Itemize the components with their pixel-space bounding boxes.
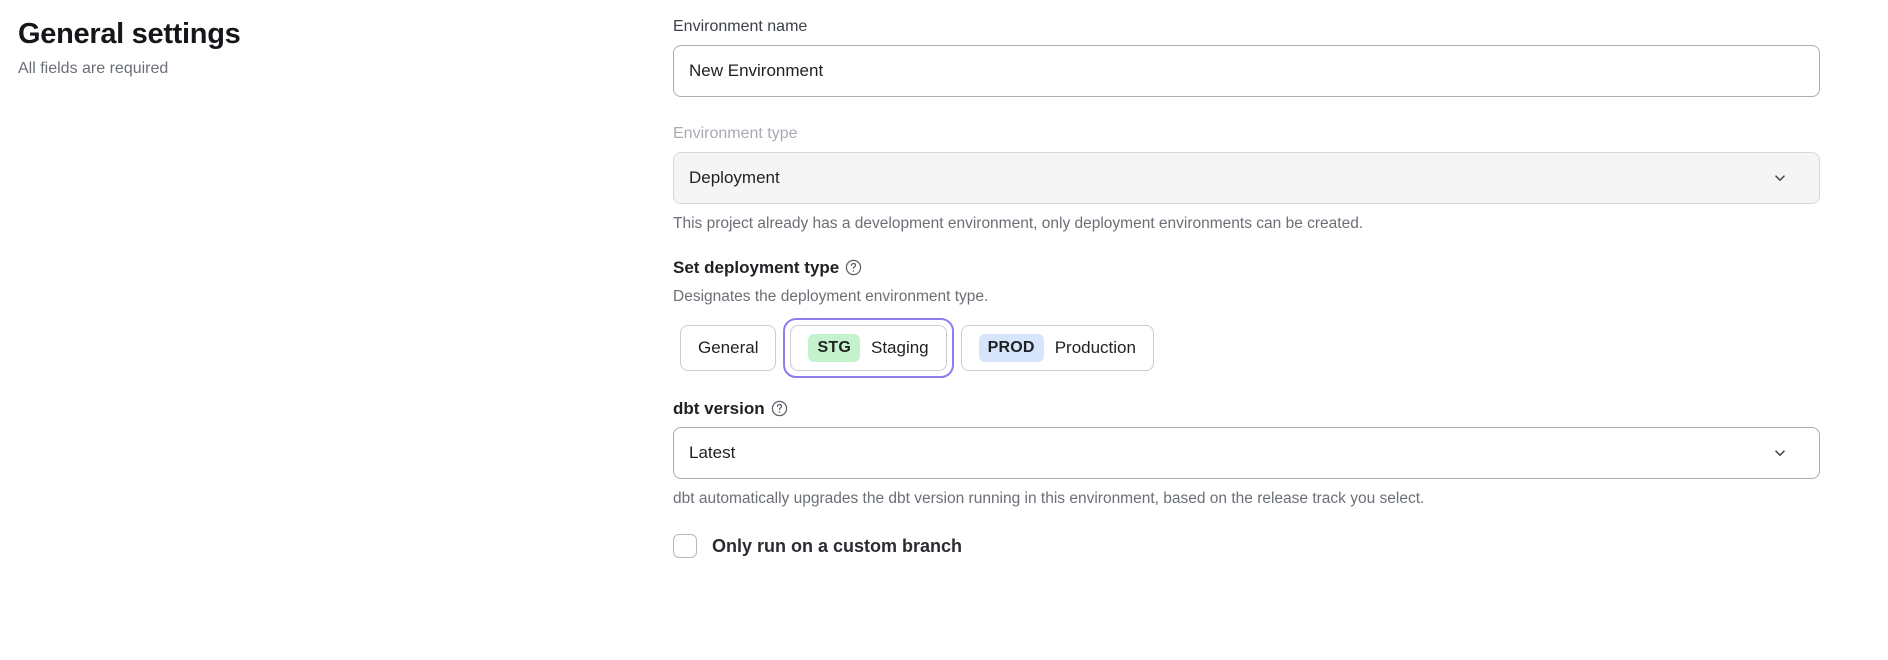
environment-type-value: Deployment	[689, 168, 780, 187]
custom-branch-label[interactable]: Only run on a custom branch	[712, 535, 963, 556]
deployment-type-label-row: Set deployment type	[673, 257, 1820, 279]
deployment-type-staging-wrapper: STG Staging	[783, 318, 954, 378]
environment-name-label: Environment name	[673, 18, 808, 35]
custom-branch-row[interactable]: Only run on a custom branch	[673, 534, 1820, 558]
environment-name-field: Environment name	[673, 16, 1820, 97]
production-badge: PROD	[978, 334, 1044, 362]
environment-type-field: Environment type Deployment This project…	[673, 123, 1820, 235]
page-title: General settings	[18, 18, 241, 50]
dbt-version-help-text: dbt automatically upgrades the dbt versi…	[673, 490, 1425, 507]
page-subtitle: All fields are required	[18, 60, 169, 77]
deployment-type-production-label: Production	[1054, 338, 1136, 357]
environment-name-input[interactable]	[673, 45, 1820, 97]
deployment-type-option-production[interactable]: PROD Production	[960, 325, 1154, 371]
environment-type-select[interactable]: Deployment	[673, 152, 1820, 204]
dbt-version-label: dbt version	[673, 399, 765, 418]
deployment-type-general-wrapper: General	[673, 318, 783, 378]
deployment-type-production-wrapper: PROD Production	[954, 318, 1161, 378]
custom-branch-checkbox[interactable]	[673, 534, 697, 558]
environment-type-label: Environment type	[673, 125, 798, 142]
dbt-version-field: dbt version Latest dbt automatically upg…	[673, 398, 1820, 510]
staging-badge: STG	[808, 334, 860, 362]
dbt-version-select[interactable]: Latest	[673, 427, 1820, 479]
deployment-type-option-staging[interactable]: STG Staging	[790, 325, 947, 371]
deployment-type-general-label: General	[698, 338, 759, 357]
dbt-version-label-row: dbt version	[673, 398, 1820, 420]
help-circle-icon[interactable]	[845, 259, 862, 276]
help-circle-icon[interactable]	[771, 400, 788, 417]
deployment-type-staging-label: Staging	[870, 338, 929, 357]
settings-form-column: Environment name Environment type Deploy…	[673, 0, 1854, 558]
dbt-version-value: Latest	[689, 443, 736, 462]
deployment-type-label: Set deployment type	[673, 258, 840, 277]
deployment-type-button-group: General STG Staging PROD Production	[673, 318, 1820, 378]
environment-type-help-text: This project already has a development e…	[673, 215, 1364, 232]
deployment-type-description: Designates the deployment environment ty…	[673, 288, 989, 305]
chevron-down-icon	[1773, 171, 1787, 185]
chevron-down-icon	[1773, 446, 1787, 460]
settings-header-column: General settings All fields are required	[0, 0, 673, 80]
deployment-type-option-general[interactable]: General	[680, 325, 777, 371]
deployment-type-field: Set deployment type Designates the deplo…	[673, 257, 1820, 378]
